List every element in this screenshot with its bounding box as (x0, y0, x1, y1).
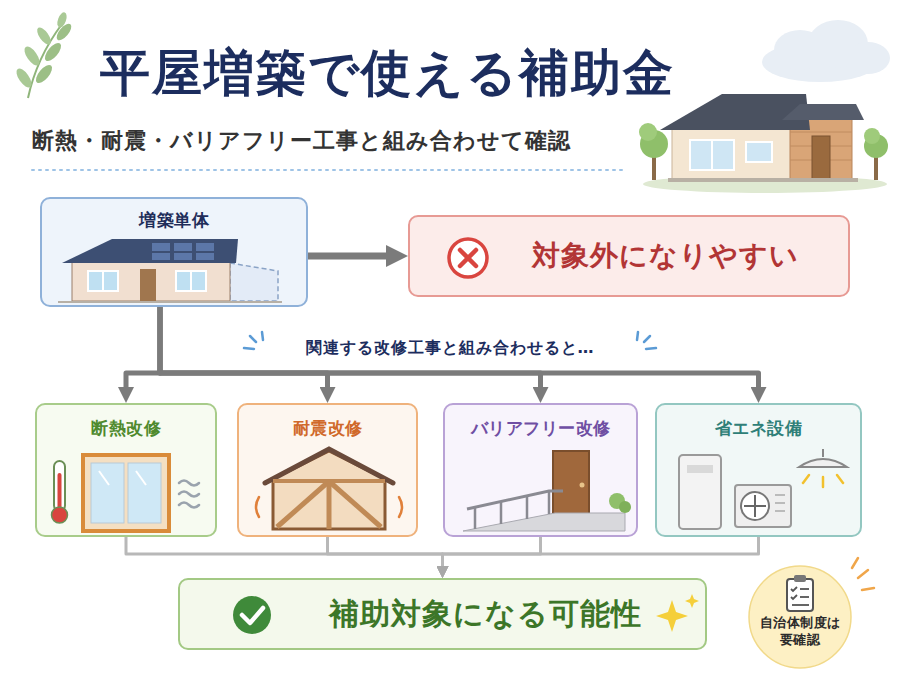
leaf-sprig (14, 11, 74, 98)
result-box: 対象外になりやすい (408, 215, 850, 297)
title: 平屋増築で使える補助金 (100, 40, 675, 107)
node-label: 耐震改修 (293, 417, 363, 440)
node-label: 補助対象になる可能性 (329, 594, 642, 635)
bus-caption: 関連する改修工事と組み合わせると… (302, 338, 599, 359)
note-text: 自治体制度は 要確認 (757, 615, 843, 649)
option-box: 断熱改修 (35, 403, 217, 537)
subtitle: 断熱・耐震・バリアフリー工事と組み合わせて確認 (32, 126, 571, 156)
option-box: 耐震改修 (237, 403, 418, 537)
merge-connector (126, 537, 443, 566)
option-box: 省エネ設備 (655, 403, 862, 537)
flow-arrow (160, 307, 759, 387)
node-label: バリアフリー改修 (471, 417, 611, 440)
node-label: 増築単体 (139, 209, 209, 232)
process-box: 増築単体 (40, 197, 308, 307)
node-label: 断熱改修 (91, 417, 161, 440)
dotted-rule (32, 169, 622, 171)
node-label: 対象外になりやすい (532, 237, 799, 275)
attention-rays (852, 558, 874, 590)
flow-arrow (126, 307, 160, 387)
merge-connector (328, 537, 443, 566)
note-circle: 自治体制度は 要確認 (745, 565, 855, 670)
option-box: バリアフリー改修 (443, 403, 638, 537)
merge-connector (443, 537, 541, 566)
outcome-box: 補助対象になる可能性 (178, 578, 707, 650)
merge-connector (443, 537, 759, 566)
cloud (762, 20, 890, 82)
house-illustration (639, 94, 888, 193)
flow-arrow (308, 253, 386, 260)
node-label: 省エネ設備 (715, 417, 803, 440)
